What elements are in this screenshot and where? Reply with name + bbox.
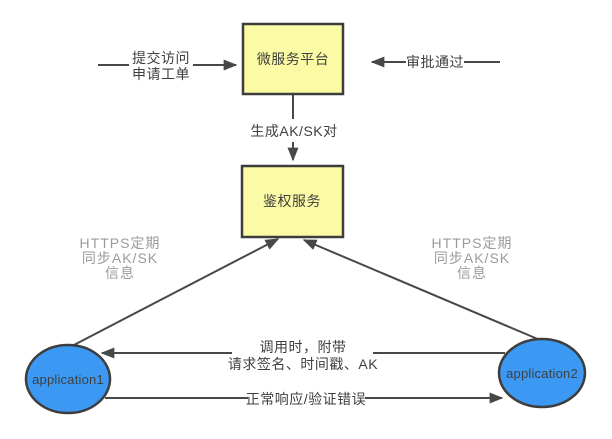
generate-label: 生成AK/SK对 [250,123,337,139]
application1-label: application1 [32,372,104,387]
application1-ellipse [24,343,112,415]
sync-left-label-line2: 同步AK/SK [82,250,158,266]
generate-label-bg [248,119,340,142]
submit-label-line2: 申请工单 [132,66,190,82]
sync-right-label-line1: HTTPS定期 [432,235,513,251]
edge-labels: 提交访问 申请工单 审批通过 生成AK/SK对 HTTPS定期 同步AK/SK … [80,50,513,407]
call-label-line1: 调用时，附带 [260,339,347,355]
application2-ellipse [497,337,587,409]
auth-service-box-label: 鉴权服务 [263,193,321,209]
call-label-bg [232,336,373,373]
approve-label: 审批通过 [406,54,464,70]
sync-right-arrow [302,239,541,341]
submit-label-bg [129,47,193,84]
sync-right-label-line3: 信息 [457,265,487,281]
nodes: 微服务平台 鉴权服务 application1 application2 [24,22,587,415]
edge-label-backgrounds [129,47,464,410]
call-label-line2: 请求签名、时间戳、AK [228,356,378,372]
platform-box-label: 微服务平台 [257,51,330,67]
response-label: 正常响应/验证错误 [246,391,366,407]
sync-left-arrow [71,238,280,347]
submit-label-line1: 提交访问 [132,50,190,66]
sync-left-label-line1: HTTPS定期 [80,235,161,251]
platform-box [241,22,345,96]
application2-label: application2 [506,366,578,381]
sync-right-label-line2: 同步AK/SK [434,250,510,266]
auth-service-box [240,164,345,239]
response-label-bg [248,389,365,410]
sync-left-label-line3: 信息 [105,265,135,281]
approve-label-bg [406,52,464,71]
